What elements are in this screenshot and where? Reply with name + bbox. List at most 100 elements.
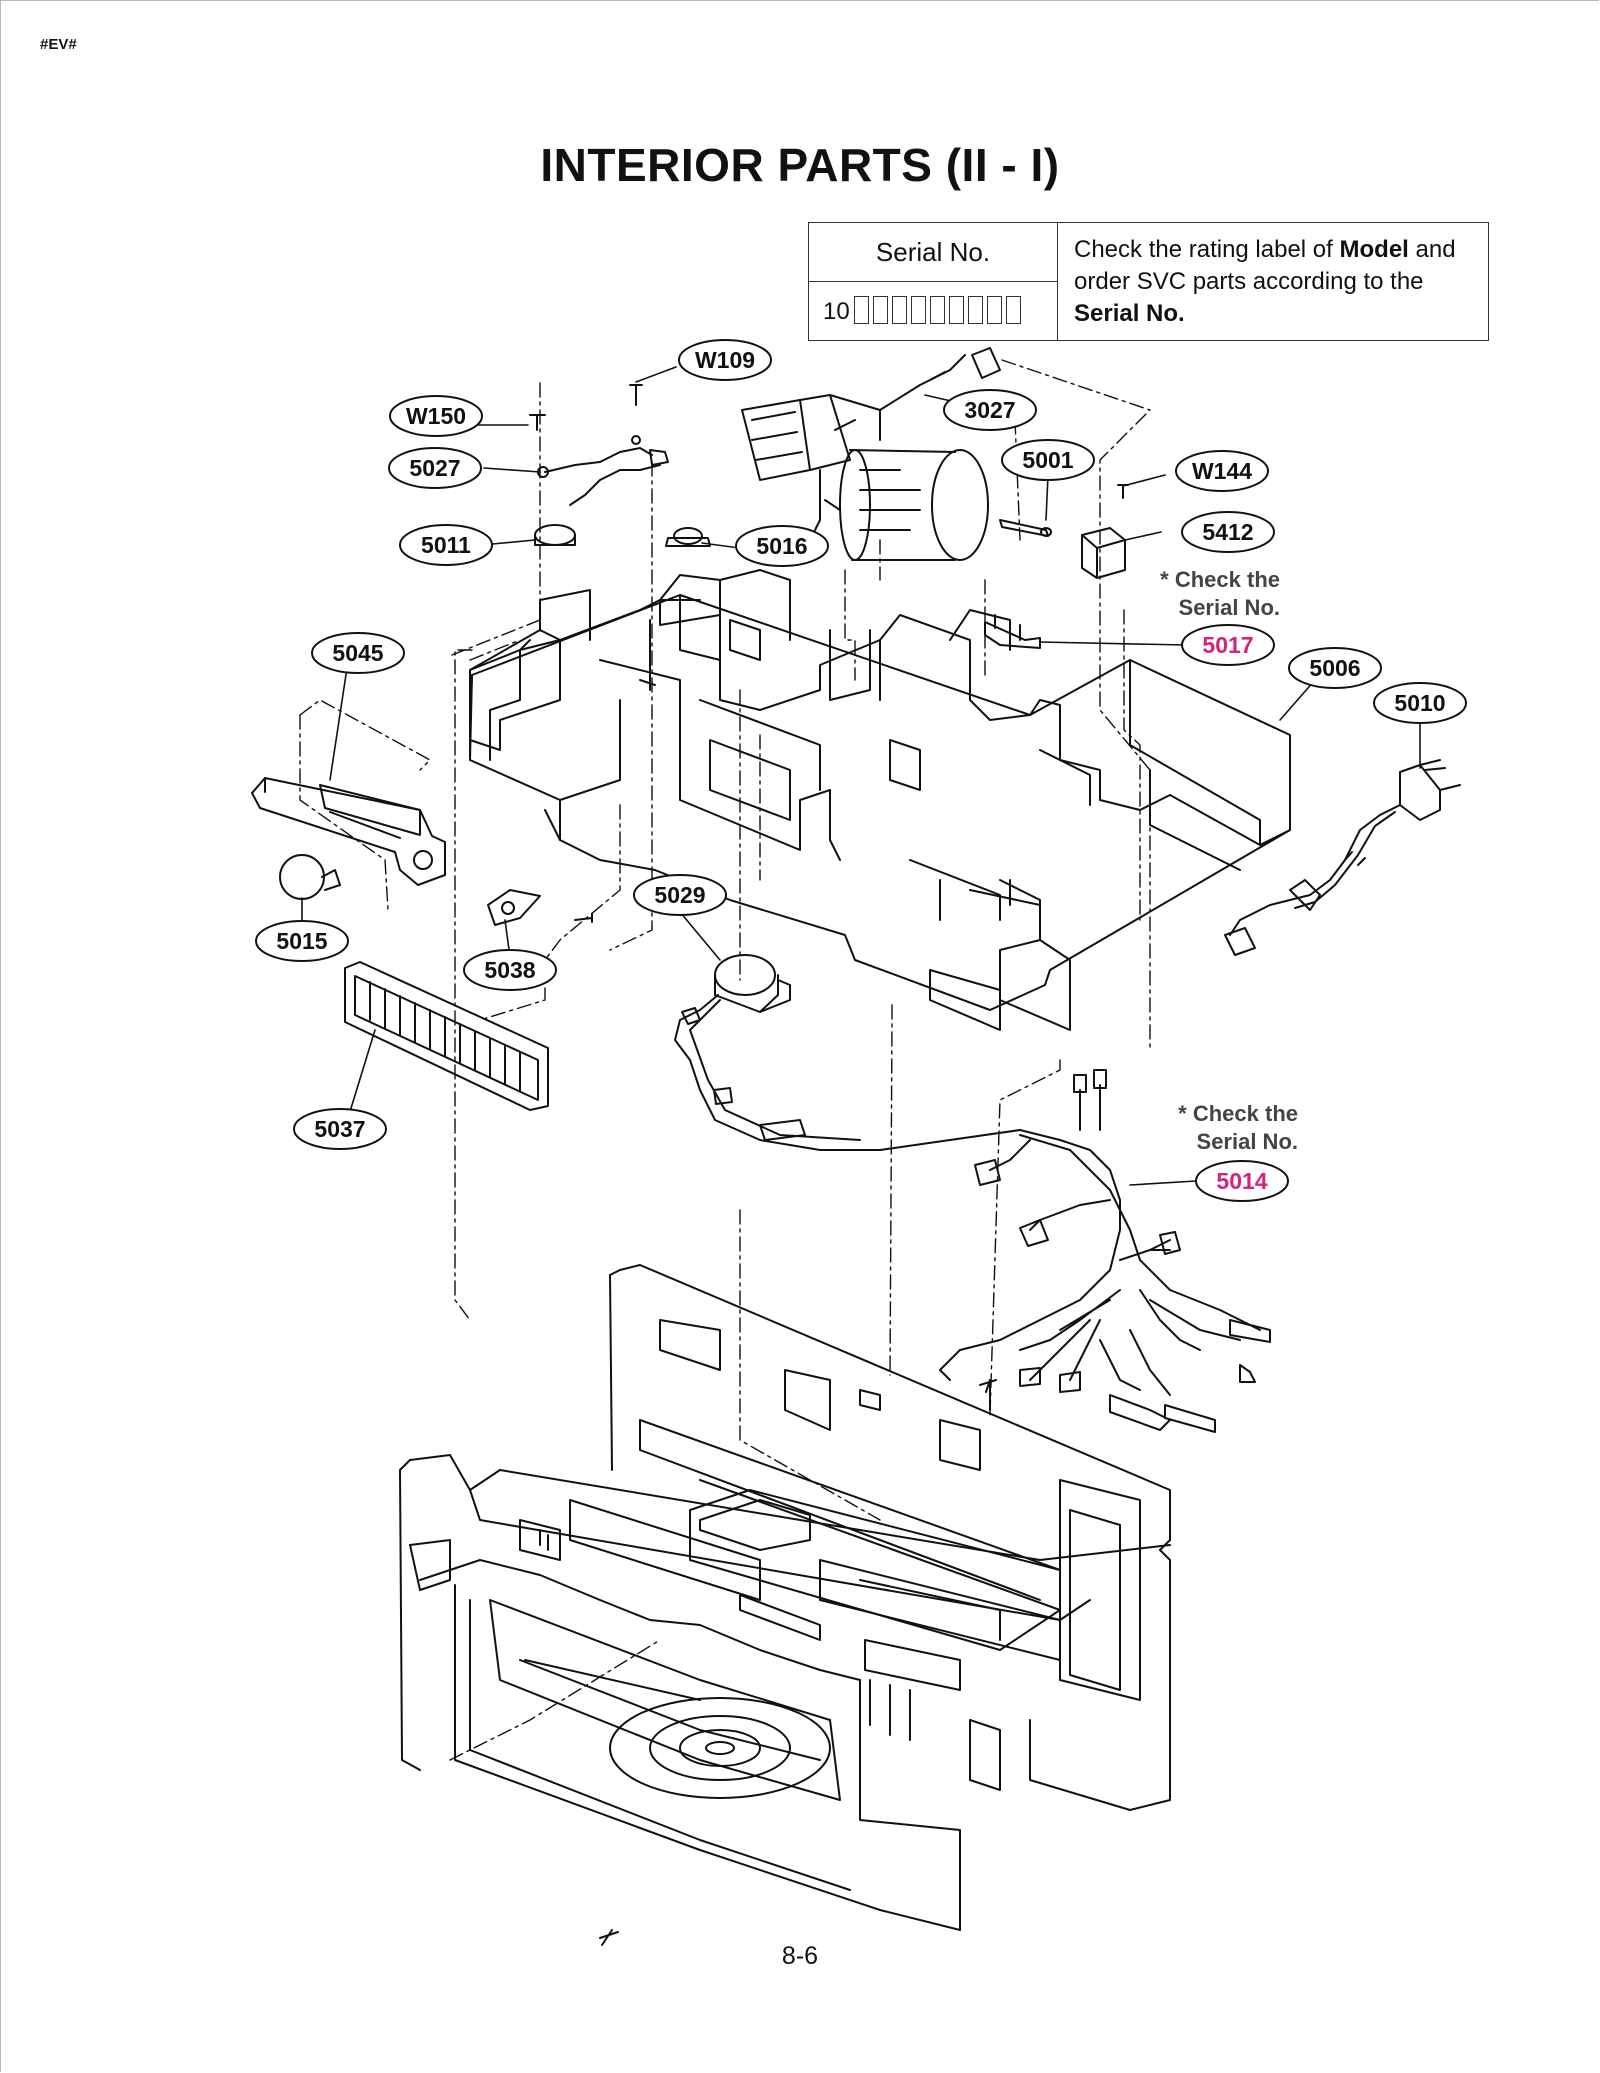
callout-c5027: 5027 — [388, 447, 482, 489]
callout-text-c5006: 5006 — [1309, 655, 1360, 681]
lamp-bulb-5015 — [279, 854, 341, 900]
callout-ellipse — [293, 1108, 387, 1150]
callout-text-c5412: 5412 — [1202, 519, 1253, 545]
callout-text-w144: W144 — [1192, 458, 1252, 484]
callout-c5014: 5014 — [1195, 1160, 1289, 1202]
serial-note-part1: Check the rating label of — [1074, 235, 1340, 263]
callout-text-c5016: 5016 — [756, 533, 807, 559]
serial-digit-box — [891, 296, 907, 324]
serial-digit-box — [872, 296, 888, 324]
serial-note-part2: and order SVC parts according to the — [1074, 235, 1456, 295]
callout-c5001: 5001 — [1001, 439, 1095, 481]
serial-header: Serial No. — [808, 222, 1058, 282]
callout-text-c5015: 5015 — [276, 928, 327, 954]
callout-c3027: 3027 — [943, 389, 1037, 431]
serial-digit-box — [1005, 296, 1021, 324]
callout-ellipse — [633, 874, 727, 916]
callout-c5016: 5016 — [735, 525, 829, 567]
doc-tag: #EV# — [40, 36, 77, 53]
callout-c5412: 5412 — [1181, 511, 1275, 553]
callout-ellipse — [1288, 647, 1382, 689]
check-serial-note-2: * Check the Serial No. — [1178, 1101, 1298, 1154]
callout-text-w109: W109 — [695, 347, 755, 373]
callout-ellipse — [311, 632, 405, 674]
screw-bottom — [599, 1379, 997, 1946]
oven-cavity — [399, 1264, 1171, 1931]
air-duct-housing — [469, 569, 1071, 1031]
callout-ellipse — [399, 524, 493, 566]
serial-digit-box — [967, 296, 983, 324]
serial-table: Serial No. Check the rating label of Mod… — [808, 222, 1489, 341]
callout-ellipse — [1373, 682, 1467, 724]
screws-top — [529, 384, 1129, 499]
callout-text-c5038: 5038 — [484, 957, 535, 983]
callout-text-c5029: 5029 — [654, 882, 705, 908]
callout-text-c5045: 5045 — [332, 640, 383, 666]
callout-text-c3027: 3027 — [964, 397, 1015, 423]
power-cord-5010 — [1224, 759, 1461, 956]
serial-note-bold-model: Model — [1339, 235, 1409, 263]
serial-digit-box — [929, 296, 945, 324]
thermostat-5011 — [534, 524, 576, 546]
wire-harness-5027 — [537, 447, 669, 506]
serial-digit-box — [948, 296, 964, 324]
callout-ellipse — [1175, 450, 1269, 492]
serial-value: 10 — [808, 281, 1058, 341]
grille-5037 — [344, 961, 549, 1111]
lamp-socket-5038 — [487, 889, 593, 926]
wire-harness-5014 — [939, 1069, 1271, 1433]
lamp-housing-5045 — [251, 777, 446, 886]
callout-w144: W144 — [1175, 450, 1269, 492]
callout-c5011: 5011 — [399, 524, 493, 566]
callout-c5006: 5006 — [1288, 647, 1382, 689]
callout-ellipse — [463, 949, 557, 991]
check-serial-note-1: * Check the Serial No. — [1160, 567, 1280, 620]
callout-text-c5001: 5001 — [1022, 447, 1073, 473]
callout-c5038: 5038 — [463, 949, 557, 991]
relay-5412 — [1081, 527, 1126, 579]
serial-digit-boxes — [850, 296, 1021, 325]
chassis-base-plate — [469, 594, 1291, 1011]
callout-c5029: 5029 — [633, 874, 727, 916]
callout-w109: W109 — [678, 339, 772, 381]
callout-text-c5010: 5010 — [1394, 690, 1445, 716]
serial-digit-box — [910, 296, 926, 324]
callout-c5037: 5037 — [293, 1108, 387, 1150]
callout-ellipse — [1195, 1160, 1289, 1202]
thermostat-5016 — [665, 527, 711, 547]
bracket-5017 — [984, 614, 1041, 649]
serial-digit-box — [986, 296, 1002, 324]
callout-ellipse — [943, 389, 1037, 431]
callout-text-c5027: 5027 — [409, 455, 460, 481]
callout-ellipse — [255, 920, 349, 962]
callout-ellipse — [735, 525, 829, 567]
callout-text-c5014: 5014 — [1216, 1168, 1267, 1194]
callout-text-c5017: 5017 — [1202, 632, 1253, 658]
callout-ellipse — [1181, 624, 1275, 666]
callout-text-c5037: 5037 — [314, 1116, 365, 1142]
turntable-motor-5029 — [674, 954, 1021, 1151]
serial-digit-box — [853, 296, 869, 324]
serial-note-bold-serial: Serial No. — [1074, 299, 1185, 327]
callout-ellipse — [678, 339, 772, 381]
callout-ellipse — [389, 395, 483, 437]
callout-ellipse — [1001, 439, 1095, 481]
callout-c5045: 5045 — [311, 632, 405, 674]
callout-text-w150: W150 — [406, 403, 466, 429]
callout-c5017: 5017 — [1181, 624, 1275, 666]
callout-c5010: 5010 — [1373, 682, 1467, 724]
callout-ellipse — [1181, 511, 1275, 553]
callout-ellipse — [388, 447, 482, 489]
serial-prefix: 10 — [823, 298, 850, 325]
part-5001 — [999, 519, 1052, 537]
page-title: INTERIOR PARTS (II - I) — [540, 139, 1060, 191]
assembly-guide-lines — [299, 359, 1151, 1761]
callout-text-c5011: 5011 — [421, 532, 471, 558]
page-number: 8-6 — [781, 1942, 819, 1970]
callout-c5015: 5015 — [255, 920, 349, 962]
waveguide-cover — [689, 1489, 1061, 1791]
serial-note: Check the rating label of Model and orde… — [1057, 222, 1489, 341]
